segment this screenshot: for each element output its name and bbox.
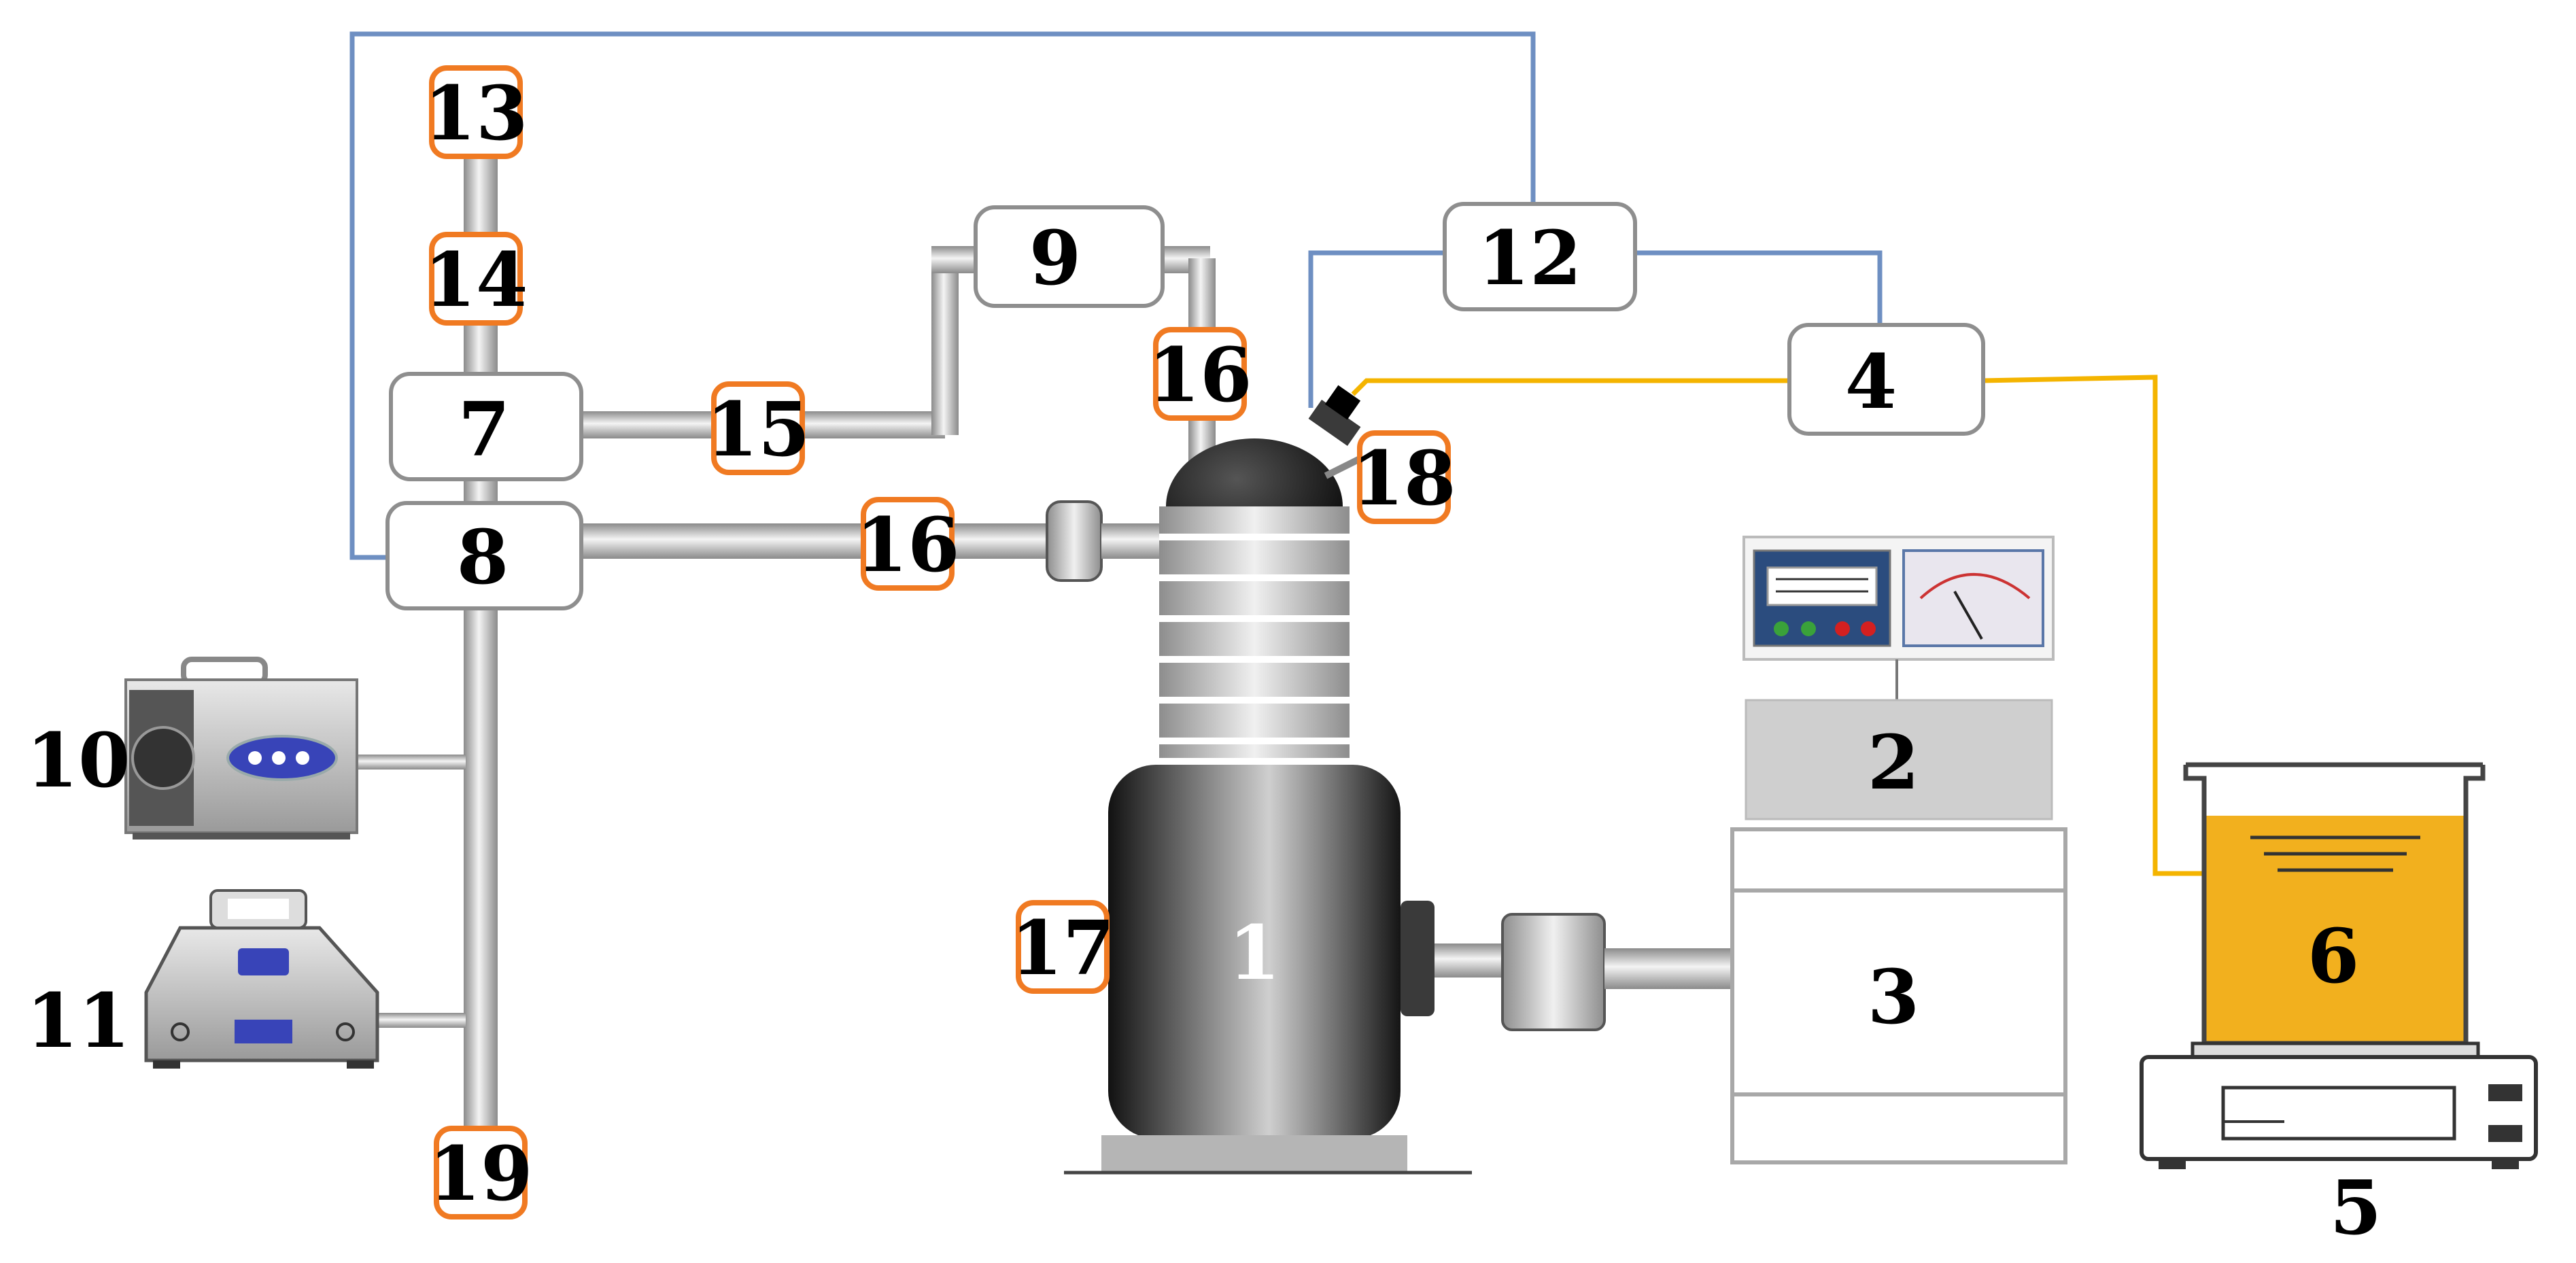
orange-tags [429, 65, 1451, 1219]
box-12 [1443, 202, 1637, 311]
gauge-needle [1953, 591, 1983, 640]
signal-wire-12-to-8 [349, 31, 1536, 560]
label-12: 12 [1477, 214, 1581, 302]
sensor-wire-4-to-6 [1981, 375, 2203, 876]
balance-display [2221, 1086, 2456, 1141]
label-1: 1 [1229, 909, 1281, 997]
vacuum-pump-assembly [1064, 385, 1472, 1175]
balance-button-1 [2488, 1084, 2522, 1101]
device-11-display [238, 948, 289, 975]
label-16b: 16 [855, 501, 959, 589]
signal-wire-12-to-4 [1632, 250, 1883, 325]
tag-13 [429, 65, 523, 159]
pump-base [1101, 1135, 1407, 1173]
label-6: 6 [2307, 912, 2360, 1000]
label-19: 19 [428, 1130, 532, 1217]
label-10: 10 [26, 716, 130, 804]
tag-18 [1357, 430, 1451, 524]
box-4 [1787, 323, 1985, 436]
signal-wire-12-to-sensor [1308, 250, 1445, 408]
box-9 [974, 205, 1165, 308]
pipe-8-to-pump [578, 523, 1054, 559]
liquid-surface-lines [2250, 835, 2420, 872]
component-labels: 1 2 3 4 5 6 7 8 9 10 11 12 13 14 15 16 1… [26, 69, 2382, 1251]
tag-19 [434, 1126, 528, 1219]
pump-inlet-flange [1046, 500, 1103, 582]
balance-5 [2140, 1041, 2538, 1169]
sensor-wires [1351, 375, 2203, 876]
indicator-led-green-1 [1774, 621, 1789, 636]
shaft-to-gearbox [1604, 948, 1734, 989]
tag-17 [1016, 900, 1110, 994]
device-11-vent [235, 1020, 292, 1043]
indicator-led-green-2 [1801, 621, 1816, 636]
tag-14 [429, 232, 523, 326]
tag-15 [711, 381, 805, 475]
pump-motor-endcap [1401, 901, 1435, 1016]
pipe-9-riser [931, 272, 959, 435]
label-14: 14 [424, 236, 528, 324]
beaker-6 [2183, 762, 2486, 1046]
branch-pipe-11 [377, 1013, 466, 1028]
box-8 [385, 501, 583, 610]
device-10 [124, 657, 358, 840]
shaft-coupling [1501, 913, 1606, 1031]
bellows-ribs [1159, 534, 1350, 744]
label-8: 8 [457, 513, 509, 601]
label-17: 17 [1010, 904, 1114, 992]
device-10-fan [131, 726, 195, 790]
pump-inlet-stub [1101, 523, 1169, 559]
signal-wires [349, 31, 1883, 560]
indicator-led-red-1 [1835, 621, 1850, 636]
box-2 [1745, 699, 2053, 820]
control-unit-2 [1742, 536, 2055, 820]
component-boxes [385, 202, 1985, 610]
label-16a: 16 [1148, 331, 1252, 419]
box-7 [389, 372, 583, 481]
analog-gauge-panel [1902, 549, 2044, 647]
label-4: 4 [1845, 338, 1897, 426]
label-15: 15 [706, 385, 810, 473]
label-18: 18 [1352, 434, 1456, 522]
balance-button-2 [2488, 1125, 2522, 1142]
label-7: 7 [458, 385, 511, 473]
label-5: 5 [2330, 1164, 2382, 1251]
label-3: 3 [1868, 953, 1920, 1041]
vacuum-sensor-probe [1308, 385, 1362, 479]
drive-unit-3 [1730, 827, 2067, 1164]
label-2: 2 [1868, 719, 1920, 806]
tag-16a [1153, 327, 1247, 421]
indicator-led-red-2 [1861, 621, 1876, 636]
pump-bellows [1159, 506, 1350, 758]
tag-16b [861, 497, 955, 591]
pump-motor-body [1108, 765, 1401, 1139]
branch-pipe-10 [357, 755, 466, 769]
sensor-wire-18-to-4 [1351, 378, 1791, 396]
label-11: 11 [26, 977, 130, 1065]
device-11 [144, 889, 379, 1069]
label-9: 9 [1029, 214, 1082, 302]
label-13: 13 [424, 69, 528, 157]
